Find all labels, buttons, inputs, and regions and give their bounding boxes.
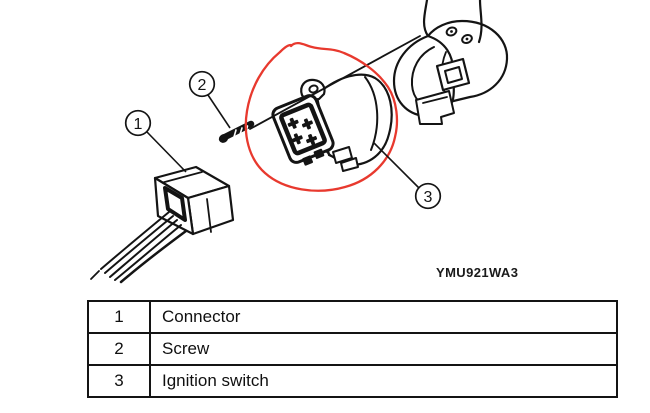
leader-line-3 [373,142,420,189]
highlight-circle [244,42,399,192]
part-cell: Ignition switch [149,364,618,398]
assembly-axis-line [249,35,421,130]
parts-diagram: 1 2 3 [90,0,509,284]
bolt-boss-1 [445,26,458,37]
wire-bundle [90,211,188,284]
ref-cell: 2 [87,332,151,366]
ref-cell: 1 [87,300,151,334]
callout-2-number: 2 [198,77,207,94]
housing-foot-line [422,96,448,104]
table-row: 3 Ignition switch [87,364,618,398]
connector-top-ridge [160,171,203,184]
part-cell: Connector [149,300,618,334]
legend-table: 1 Connector 2 Screw 3 Ignition switch [87,300,618,398]
latch-outer [435,57,471,92]
terminal-slots [287,117,325,166]
switch-step-tab-2 [340,157,359,172]
housing-foot [415,90,455,125]
ref-cell: 3 [87,364,151,398]
table-row: 2 Screw [87,332,618,366]
connector-illustration [90,165,235,284]
ignition-switch-illustration [271,73,393,172]
switch-socket-face [271,94,335,166]
housing-tube-right-edge [477,0,483,44]
callout-1: 1 [124,109,152,137]
leader-line-2 [207,94,231,129]
ear-hole [308,84,319,94]
table-row: 1 Connector [87,300,618,334]
leader-lines [146,94,420,189]
screw-head [218,134,229,143]
housing-tube-left-edge [422,0,430,38]
switch-cylinder-curve [364,76,379,151]
callout-2: 2 [188,70,216,98]
housing-illustration [392,0,509,125]
figure-code: YMU921WA3 [436,265,519,280]
switch-step-tab-1 [332,146,353,164]
connector-socket-opening [163,186,187,222]
callout-3-number: 3 [424,189,433,206]
callout-1-number: 1 [134,116,143,133]
connector-right-seam [206,198,212,233]
bolt-boss-2 [461,34,473,44]
callout-3: 3 [414,182,442,210]
latch-inner [444,66,463,84]
leader-line-1 [146,131,187,173]
part-cell: Screw [149,332,618,366]
